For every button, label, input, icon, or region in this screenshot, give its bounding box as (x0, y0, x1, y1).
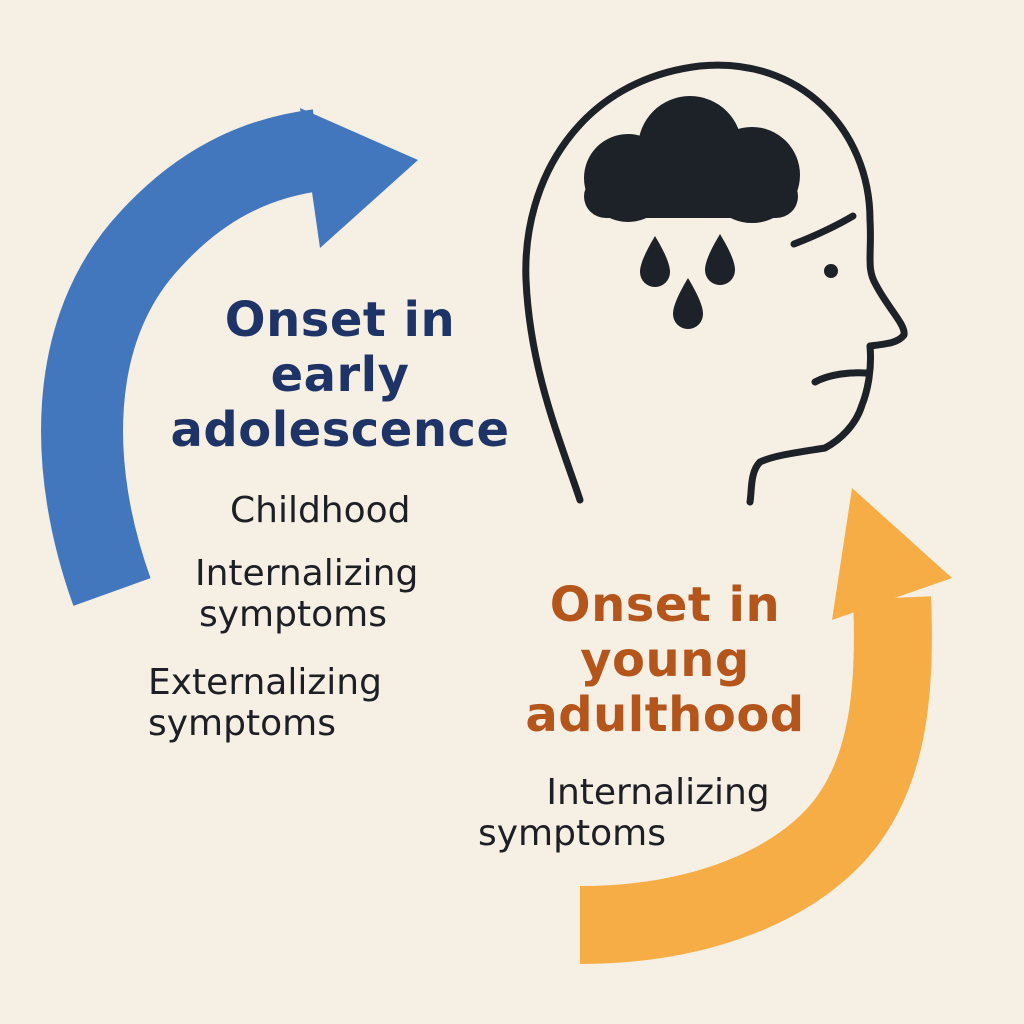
label-line: Internalizing (546, 772, 770, 813)
heading-line: adolescence (170, 402, 510, 459)
label-line: symptoms (199, 594, 387, 636)
head-profile-icon (522, 61, 908, 506)
young-adulthood-heading: Onset in young adulthood (500, 577, 830, 744)
early-adolescence-heading: Onset in early adolescence (150, 292, 530, 459)
raindrop-icon (640, 234, 735, 329)
label-line: symptoms (148, 703, 336, 745)
eye-icon (824, 264, 838, 278)
rain-cloud-icon (584, 96, 800, 223)
young-internalizing-label: Internalizing symptoms (478, 772, 798, 855)
label-line: symptoms (478, 813, 666, 855)
heading-line: adulthood (525, 687, 805, 744)
early-internalizing-label: Internalizing symptoms (195, 553, 475, 636)
childhood-label: Childhood (230, 490, 411, 531)
heading-line: early (270, 347, 410, 404)
heading-line: Onset in (224, 292, 456, 348)
label-line: Externalizing (148, 662, 382, 703)
early-externalizing-label: Externalizing symptoms (148, 662, 448, 745)
orange-cycle-arrow-icon (579, 488, 952, 964)
heading-line: Onset in (549, 577, 781, 633)
heading-line: young (580, 632, 750, 689)
label-line: Internalizing (195, 553, 419, 594)
blue-cycle-arrow-icon (41, 108, 418, 606)
